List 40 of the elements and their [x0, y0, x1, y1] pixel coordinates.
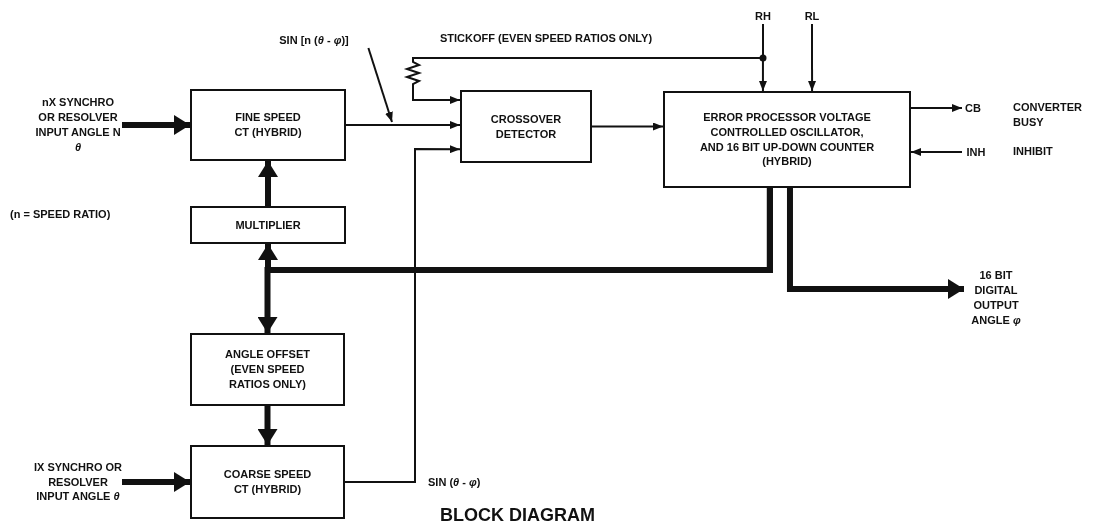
signal-label: nX SYNCHRO OR RESOLVER INPUT ANGLE N θ — [34, 95, 122, 155]
edge-label: SIN (θ - φ) — [428, 476, 481, 488]
signal-arrow — [910, 104, 963, 112]
signal-arrow — [344, 145, 461, 483]
block-box — [663, 91, 911, 188]
signal-description: INHIBIT — [1013, 144, 1054, 159]
bus-arrow — [257, 406, 278, 445]
signal-arrow — [808, 23, 817, 92]
bus-arrow — [258, 161, 278, 206]
signal-description: CONVERTER BUSY — [1013, 100, 1084, 130]
signal-arrow — [345, 121, 461, 130]
signal-arrow — [910, 148, 963, 156]
signal-label: CB — [965, 100, 981, 116]
block-label: ERROR PROCESSOR VOLTAGE CONTROLLED OSCILLATOR, AND 16 BIT UP-DOWN COUNTER (HYBRID) — [699, 109, 875, 170]
signal-label: IX SYNCHRO OR RESOLVER INPUT ANGLE θ — [34, 459, 122, 505]
signal-label: RL — [804, 8, 820, 24]
diagram-title: BLOCK DIAGRAM — [440, 505, 595, 526]
signal-label: 16 BIT DIGITAL OUTPUT ANGLE φ — [970, 268, 1022, 328]
signal-arrow — [591, 122, 664, 131]
block-box — [190, 333, 345, 406]
bus-arrow — [257, 188, 773, 333]
signal-label: SIN [n (θ - φ)] — [279, 32, 349, 48]
block-label: ANGLE OFFSET (EVEN SPEED RATIOS ONLY) — [224, 347, 311, 392]
block-box — [190, 89, 346, 161]
bus-arrow — [122, 115, 190, 135]
resistor-line — [403, 23, 764, 104]
block-label: MULTIPLIER — [235, 217, 301, 233]
block-box — [460, 90, 592, 163]
block-label: COARSE SPEED CT (HYBRID) — [222, 467, 313, 497]
block-box — [190, 206, 346, 244]
note-label: STICKOFF (EVEN SPEED RATIOS ONLY) — [440, 32, 653, 44]
leader-line — [367, 47, 393, 123]
bus-arrow — [787, 188, 964, 299]
note-label: (n = SPEED RATIO) — [10, 208, 111, 220]
bus-arrow — [122, 472, 190, 492]
signal-label: INH — [966, 144, 986, 160]
block-box — [190, 445, 345, 519]
block-label: FINE SPEED CT (HYBRID) — [233, 110, 303, 140]
signal-label: RH — [755, 8, 771, 24]
block-label: CROSSOVER DETECTOR — [489, 111, 563, 142]
